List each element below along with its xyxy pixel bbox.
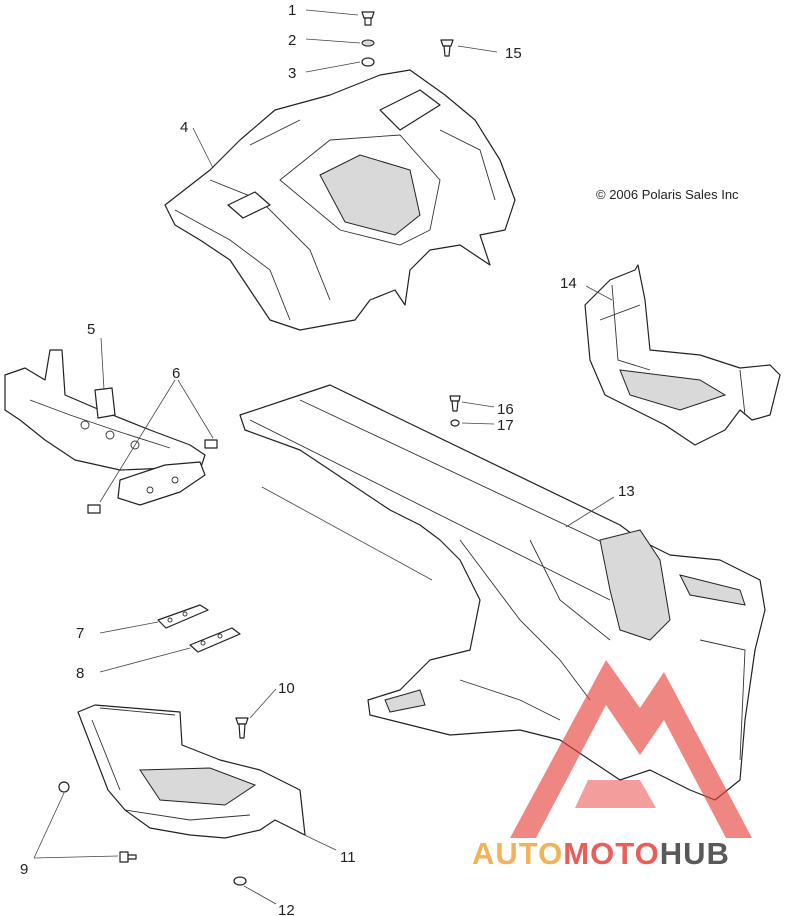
part-17-washer: [450, 419, 460, 427]
callout-numbers: 1 2 3 4 5 6 7 8 9 10 11 12 13 14 15 16 1…: [20, 2, 635, 916]
watermark-mountain-mark: [510, 660, 752, 838]
part-3-nut: [361, 57, 375, 67]
leader-lines: [33, 9, 615, 905]
copyright-text: © 2006 Polaris Sales Inc: [596, 187, 739, 202]
part-13-frame: [239, 384, 766, 801]
callout-3: 3: [288, 65, 296, 82]
part-9-hardware: [58, 781, 137, 863]
callout-15: 15: [505, 45, 522, 62]
part-12-nut: [233, 876, 247, 886]
part-2-washer: [361, 39, 375, 47]
part-10-pushpin: [235, 717, 249, 739]
callout-14: 14: [560, 275, 577, 292]
part-14-front-panel: [584, 264, 781, 446]
callout-8: 8: [76, 665, 84, 682]
part-7-footpeg: [157, 604, 209, 629]
callout-10: 10: [278, 680, 295, 697]
callout-1: 1: [288, 2, 296, 19]
callout-6: 6: [172, 365, 180, 382]
callout-13: 13: [618, 483, 635, 500]
callout-2: 2: [288, 32, 296, 49]
part-11-footwell: [77, 704, 306, 839]
watermark-part-auto: AUTO: [472, 836, 563, 871]
callout-12: 12: [278, 902, 295, 916]
callout-11: 11: [340, 849, 356, 866]
watermark-logo: AUTOMOTOHUB: [472, 660, 752, 871]
watermark-part-hub: HUB: [660, 836, 730, 871]
part-15-pushpin: [440, 39, 454, 57]
part-4-rear-cab: [164, 69, 516, 331]
watermark-part-moto: MOTO: [563, 836, 659, 871]
part-6-hardware: [87, 439, 218, 514]
part-5-bracket: [4, 349, 206, 471]
part-1-screw: [361, 11, 375, 26]
part-16-pushpin: [449, 395, 461, 412]
callout-9: 9: [20, 861, 28, 878]
part-8-footpeg: [189, 627, 241, 653]
centerline: [261, 486, 433, 581]
watermark-text: AUTOMOTOHUB: [472, 836, 730, 871]
callout-16: 16: [497, 401, 514, 418]
callout-5: 5: [87, 321, 95, 338]
callout-17: 17: [497, 417, 514, 434]
callout-4: 4: [180, 119, 188, 136]
callout-7: 7: [76, 625, 84, 642]
